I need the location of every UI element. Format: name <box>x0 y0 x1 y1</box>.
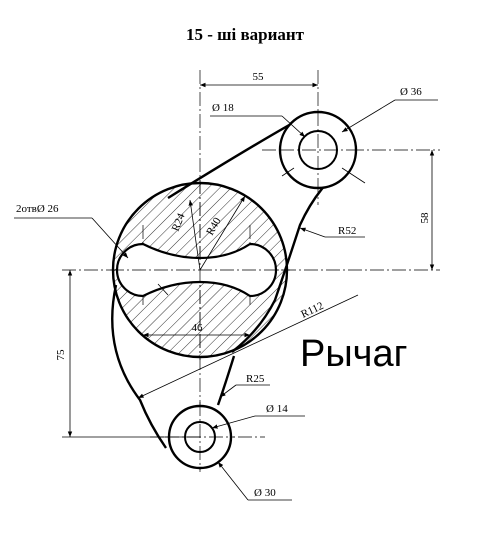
dimension-lines <box>14 82 438 501</box>
dim-two-holes-26: 2отвØ 26 <box>16 203 59 215</box>
dim-75: 75 <box>55 349 67 361</box>
dim-r25: R25 <box>246 373 265 385</box>
dim-46: 46 <box>192 322 204 334</box>
slot-contour <box>115 242 278 298</box>
dim-r112: R112 <box>299 300 325 321</box>
dim-diameter-18: Ø 18 <box>212 102 234 114</box>
dim-r52: R52 <box>338 225 356 237</box>
dim-55: 55 <box>253 71 265 83</box>
dim-diameter-14: Ø 14 <box>266 403 288 415</box>
dim-diameter-30: Ø 30 <box>254 487 276 499</box>
dim-58: 58 <box>419 212 431 224</box>
dim-diameter-36: Ø 36 <box>400 86 422 98</box>
part-name: Рычаг <box>300 333 407 375</box>
sheet-title: 15 - ші вариант <box>186 25 305 44</box>
